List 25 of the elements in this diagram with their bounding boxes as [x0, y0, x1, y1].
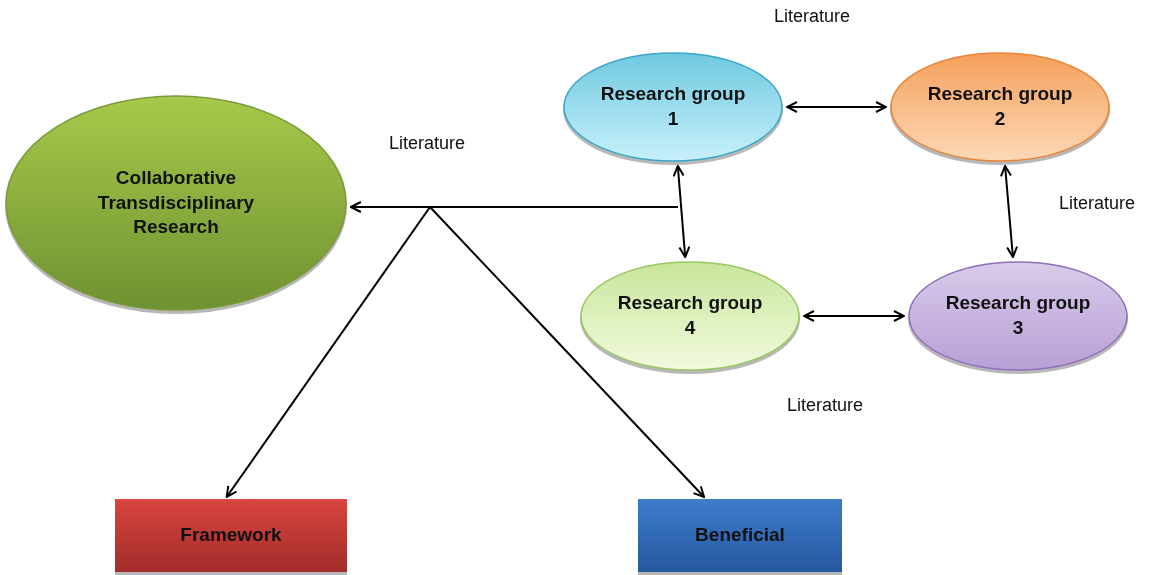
node-label: Beneficial: [695, 523, 785, 548]
rect-node: [638, 499, 842, 572]
node-label: Research group 4: [616, 291, 764, 340]
node-label: Research group 1: [599, 82, 747, 131]
edge-note: Literature: [787, 395, 864, 416]
ellipse-node: [908, 261, 1128, 371]
edge-note: Literature: [774, 6, 851, 27]
ellipse-node: [5, 95, 347, 311]
node-label: Framework: [180, 523, 282, 548]
arrow: [999, 164, 1019, 259]
ellipse-node: [580, 261, 800, 371]
arrow: [349, 201, 679, 213]
arrow: [803, 310, 905, 322]
arrow: [225, 206, 431, 498]
arrow: [429, 206, 706, 498]
arrow: [786, 101, 887, 113]
node-label: Collaborative Transdisciplinary Research: [96, 165, 256, 240]
edge-note: Literature: [1059, 193, 1136, 214]
arrow: [672, 164, 691, 259]
rect-node: [115, 499, 347, 572]
node-label: Research group 3: [944, 291, 1092, 340]
edge-note: Literature: [389, 133, 466, 154]
node-label: Research group 2: [926, 82, 1074, 131]
ellipse-node: [563, 52, 783, 162]
ellipse-node: [890, 52, 1110, 162]
